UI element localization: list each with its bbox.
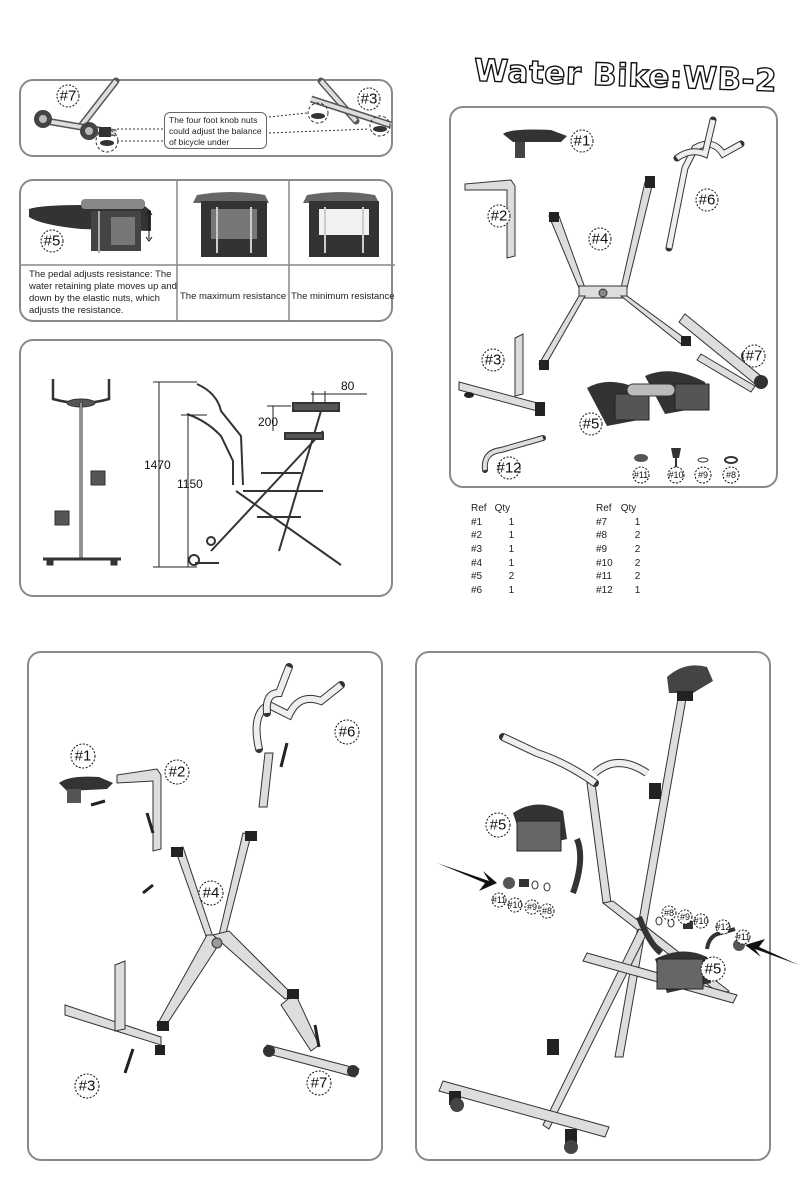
side-view-drawing — [43, 379, 121, 566]
qty: 1 — [508, 516, 515, 528]
min-resistance-illustration — [303, 192, 379, 257]
label-3: #3 — [361, 91, 378, 108]
qty: 1 — [508, 544, 515, 556]
ref: #3 — [471, 544, 483, 556]
ref: #1 — [471, 516, 483, 528]
qty: 2 — [634, 544, 641, 556]
qty: 1 — [634, 516, 641, 528]
label-9-right: #9 — [680, 912, 690, 922]
label-12: #12 — [496, 460, 521, 477]
dim-1150: 1150 — [177, 477, 203, 491]
parts-table-right: Ref Qty #7 1 #8 2 #9 2 #10 2 #11 2 #12 1 — [596, 502, 648, 597]
qty: 1 — [508, 557, 515, 569]
label-5-upper: #5 — [490, 817, 507, 834]
label-5-lower: #5 — [705, 961, 722, 978]
label-9: #9 — [698, 470, 708, 480]
parts-table-left: Ref Qty #1 1 #2 1 #3 1 #4 1 #5 2 #6 1 — [471, 502, 522, 597]
label-8: #8 — [726, 470, 736, 480]
balance-note: The four foot knob nuts could adjust the… — [164, 112, 267, 149]
ref: #11 — [596, 571, 612, 583]
resistance-panel: #5 The pedal adjusts resistance: The wat… — [19, 179, 395, 322]
label-8-left: #8 — [542, 906, 552, 916]
min-resistance-label: The minimum resistance — [291, 291, 395, 302]
label-3: #3 — [79, 1078, 96, 1095]
dimension-drawings: 1470 1150 80 200 — [43, 379, 367, 568]
ref: #5 — [471, 571, 483, 583]
label-7: #7 — [746, 348, 763, 365]
ref: #10 — [596, 557, 613, 569]
label-10-right: #10 — [693, 916, 708, 926]
label-10: #10 — [668, 470, 683, 480]
header-qty: Qty — [620, 503, 637, 515]
max-resistance-label: The maximum resistance — [180, 291, 287, 302]
balance-panel: #7 #3 The four foot knob nuts could adju… — [19, 77, 393, 157]
final-panel: #5 #5 #8 #9 #10 #11 #12 #11 #10 #9 #8 — [415, 651, 799, 1161]
label-5: #5 — [583, 416, 600, 433]
qty: 2 — [508, 571, 515, 583]
assembly-panel: #1 #2 #3 #4 #6 #7 — [27, 651, 383, 1161]
qty: 2 — [634, 530, 641, 542]
dim-80: 80 — [341, 379, 355, 393]
label-9-left: #9 — [527, 902, 537, 912]
max-resistance-illustration — [193, 192, 269, 257]
qty: 1 — [634, 584, 641, 596]
qty: 2 — [634, 557, 641, 569]
header-ref: Ref — [596, 503, 612, 515]
balance-illustration: #7 #3 — [34, 77, 393, 153]
header-ref: Ref — [471, 503, 487, 515]
label-5-resistance: #5 — [44, 233, 61, 250]
label-7: #7 — [311, 1075, 328, 1092]
ref: #6 — [471, 584, 483, 596]
label-11-right: #11 — [736, 932, 750, 942]
final-illustration: #5 #5 #8 #9 #10 #11 #12 #11 #10 #9 #8 — [437, 665, 799, 1154]
pedal-illustration — [29, 199, 153, 253]
ref: #8 — [596, 530, 608, 542]
label-6: #6 — [339, 724, 356, 741]
resistance-grid: #5 — [21, 181, 395, 322]
label-4: #4 — [592, 231, 609, 248]
assembly-illustration: #1 #2 #3 #4 #6 #7 — [59, 663, 360, 1099]
parts-illustration: #1 #2 #3 #4 #5 #6 #7 #8 #9 #10 #11 #12 — [458, 116, 768, 484]
qty: 2 — [634, 571, 641, 583]
label-7: #7 — [60, 88, 77, 105]
label-2: #2 — [491, 208, 508, 225]
ref: #12 — [596, 584, 613, 596]
dim-200: 200 — [258, 415, 278, 429]
label-10-left: #10 — [507, 900, 522, 910]
label-12: #12 — [715, 922, 730, 932]
parts-labels: #1 #2 #3 #4 #5 #6 #7 #8 #9 #10 #11 #12 — [481, 129, 766, 484]
dim-1470: 1470 — [144, 458, 171, 472]
qty: 1 — [508, 530, 515, 542]
label-2: #2 — [169, 764, 186, 781]
ref: #2 — [471, 530, 483, 542]
balance-note-text: The four foot knob nuts could adjust the… — [169, 115, 262, 147]
parts-panel: #1 #2 #3 #4 #5 #6 #7 #8 #9 #10 #11 #12 — [449, 106, 778, 488]
front-view-drawing — [186, 383, 342, 566]
label-1: #1 — [75, 748, 92, 765]
product-title: Water Bike:WB-2 — [473, 52, 779, 100]
label-11: #11 — [634, 470, 648, 480]
label-11-left: #11 — [492, 895, 506, 905]
dimension-lines — [153, 381, 367, 568]
label-8-right: #8 — [664, 908, 674, 918]
resistance-description: The pedal adjusts resistance: The water … — [29, 269, 177, 316]
label-1: #1 — [574, 133, 591, 150]
label-4: #4 — [203, 885, 220, 902]
ref: #7 — [596, 516, 608, 528]
label-3: #3 — [485, 352, 502, 369]
ref: #4 — [471, 557, 483, 569]
label-6: #6 — [699, 192, 716, 209]
dimensions-panel: 1470 1150 80 200 — [19, 339, 393, 597]
qty: 1 — [508, 584, 515, 596]
header-qty: Qty — [494, 503, 511, 515]
ref: #9 — [596, 544, 608, 556]
